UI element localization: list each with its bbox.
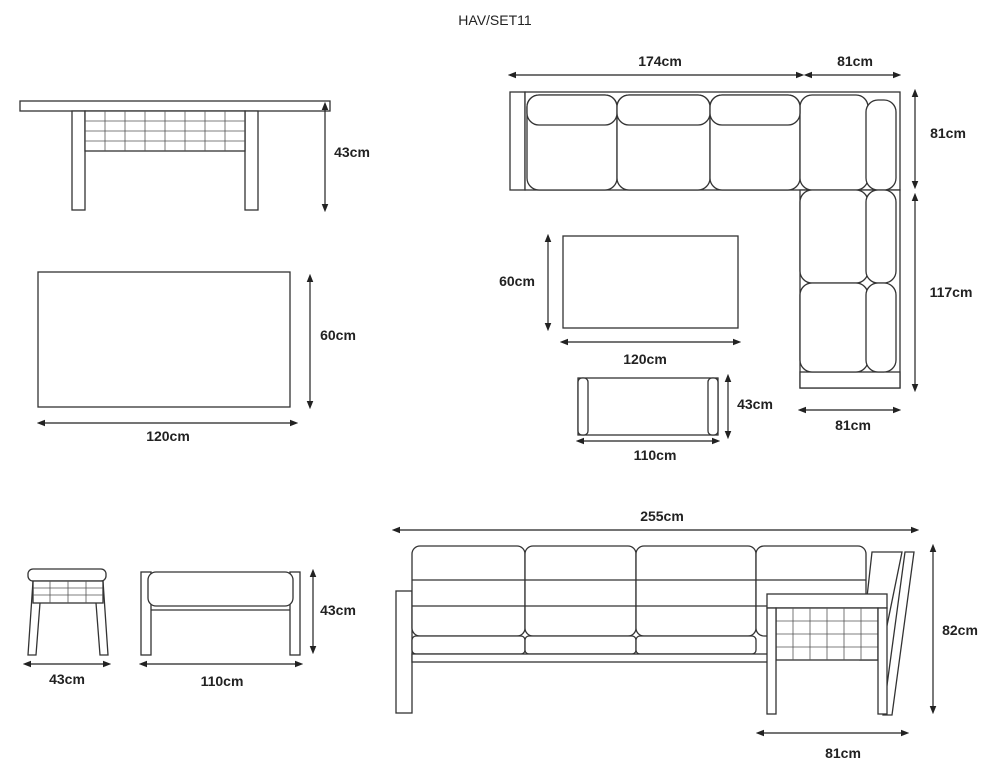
sofa-front-height-label: 82cm [942, 622, 978, 638]
sofa-main-length-label: 174cm [638, 53, 682, 69]
sofa-side-length-label: 117cm [930, 284, 973, 300]
bench-top-width-label: 110cm [634, 447, 677, 463]
dining-table-depth-label: 60cm [320, 327, 356, 343]
dining-table-side-view: 43cm [19, 100, 370, 213]
sofa-front-view: 255cm 82cm 81cm [391, 508, 978, 761]
stool-width-label: 43cm [49, 671, 85, 687]
sofa-front-width-label: 255cm [640, 508, 684, 524]
dining-table-height-label: 43cm [334, 144, 370, 160]
bench-side-height-label: 43cm [320, 602, 356, 618]
bench-top-depth-label: 43cm [737, 396, 773, 412]
title: HAV/SET11 [458, 12, 532, 28]
bench-side-view: 43cm 110cm [138, 568, 356, 689]
dining-table-width-label: 120cm [146, 428, 190, 444]
stool-side-view: 43cm [22, 568, 112, 687]
sofa-main-depth-label: 81cm [930, 125, 966, 141]
coffee-table-depth-label: 60cm [499, 273, 535, 289]
sofa-side-depth-label: 81cm [835, 417, 871, 433]
sofa-corner-length-label: 81cm [837, 53, 873, 69]
coffee-table-top-view: 60cm 120cm [499, 233, 742, 367]
coffee-table-width-label: 120cm [623, 351, 667, 367]
sofa-front-depth-label: 81cm [825, 745, 861, 761]
bench-top-view: 43cm 110cm [575, 373, 773, 463]
corner-sofa-top-view: 174cm 81cm 81cm 117cm 81cm [507, 53, 973, 433]
bench-side-width-label: 110cm [201, 673, 244, 689]
dining-table-top-view: 60cm 120cm [36, 271, 356, 444]
